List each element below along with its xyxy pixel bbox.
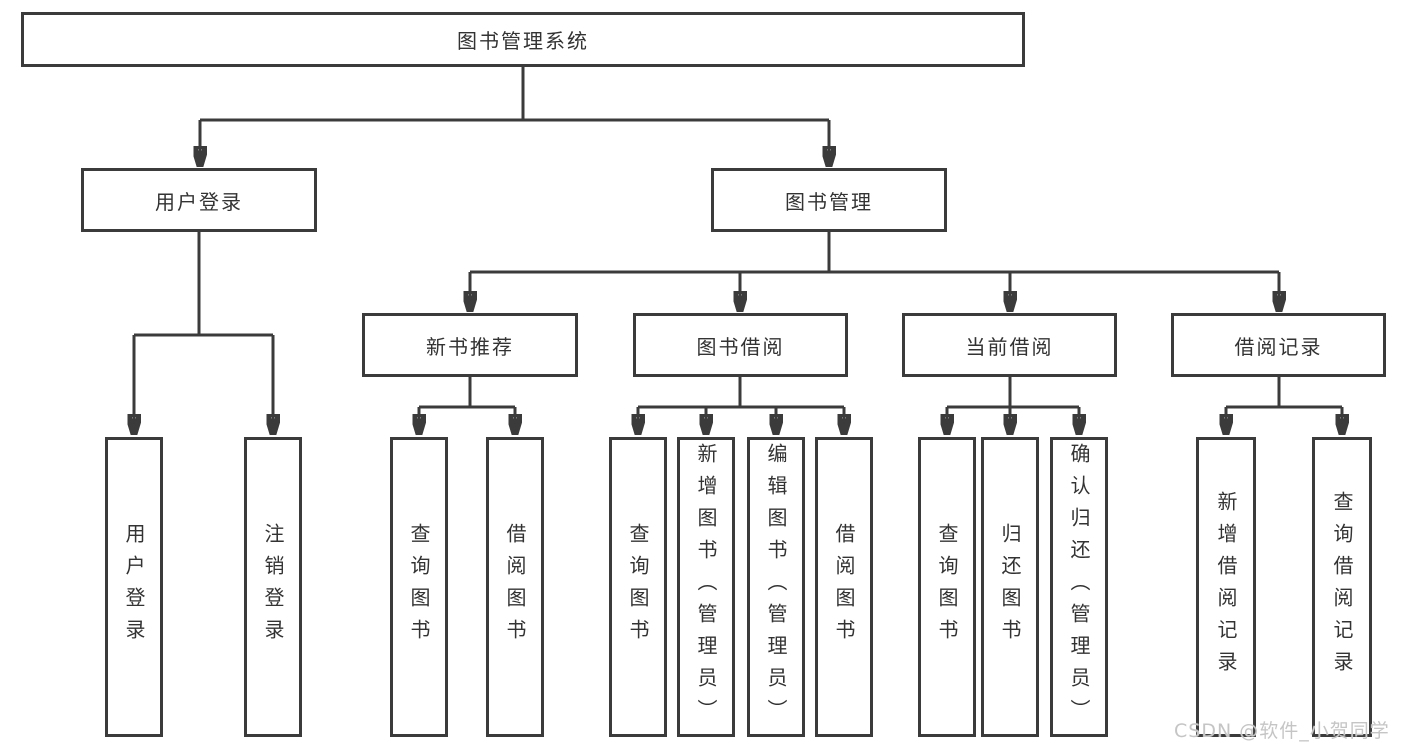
node-label: 用户登录 xyxy=(155,189,243,214)
node-library-management-system: 图书管理系统 xyxy=(21,12,1025,67)
node-book-borrowing: 图书借阅 xyxy=(633,313,848,377)
node-new-book-recommend: 新书推荐 xyxy=(362,313,578,377)
node-label: 查询借阅记录 xyxy=(1330,491,1354,683)
connectors-current-borrowing-children xyxy=(947,377,1079,434)
leaf-confirm-return-admin: 确认归还（管理员） xyxy=(1050,437,1108,737)
node-label: 借阅图书 xyxy=(503,523,527,651)
node-label: 编辑图书（管理员） xyxy=(764,443,788,731)
csdn-watermark: CSDN @软件_小贺同学 xyxy=(1174,720,1390,742)
leaf-query-books-current: 查询图书 xyxy=(918,437,976,737)
connectors-root-to-level1 xyxy=(200,67,829,166)
leaf-user-login: 用户登录 xyxy=(105,437,163,737)
node-label: 借阅图书 xyxy=(832,523,856,651)
leaf-query-books-recommend: 查询图书 xyxy=(390,437,448,737)
node-user-login: 用户登录 xyxy=(81,168,317,232)
node-borrowing-records: 借阅记录 xyxy=(1171,313,1386,377)
node-book-management: 图书管理 xyxy=(711,168,947,232)
leaf-logout: 注销登录 xyxy=(244,437,302,737)
connectors-book-management-groups xyxy=(470,232,1279,311)
node-label: 查询图书 xyxy=(935,523,959,651)
leaf-query-borrow-record: 查询借阅记录 xyxy=(1312,437,1372,737)
connectors-borrowing-records-children xyxy=(1226,377,1342,434)
node-label: 新书推荐 xyxy=(426,334,514,359)
leaf-add-borrow-record: 新增借阅记录 xyxy=(1196,437,1256,737)
node-label: 图书管理 xyxy=(785,189,873,214)
node-label: 查询图书 xyxy=(407,523,431,651)
leaf-query-books-borrowing: 查询图书 xyxy=(609,437,667,737)
node-label: 新增图书（管理员） xyxy=(694,443,718,731)
node-label: 图书管理系统 xyxy=(457,29,589,53)
connectors-book-borrowing-children xyxy=(638,377,844,434)
node-label: 确认归还（管理员） xyxy=(1067,443,1091,731)
node-current-borrowing: 当前借阅 xyxy=(902,313,1117,377)
leaf-add-books-admin: 新增图书（管理员） xyxy=(677,437,735,737)
connectors-user-login-children xyxy=(134,232,273,434)
node-label: 借阅记录 xyxy=(1234,334,1323,359)
leaf-borrow-books-recommend: 借阅图书 xyxy=(486,437,544,737)
connectors-new-book-recommend-children xyxy=(419,377,515,434)
node-label: 查询图书 xyxy=(626,523,650,651)
leaf-borrow-books: 借阅图书 xyxy=(815,437,873,737)
node-label: 归还图书 xyxy=(998,523,1022,651)
node-label: 注销登录 xyxy=(261,523,285,651)
leaf-edit-books-admin: 编辑图书（管理员） xyxy=(747,437,805,737)
leaf-return-books: 归还图书 xyxy=(981,437,1039,737)
node-label: 用户登录 xyxy=(122,523,146,651)
node-label: 新增借阅记录 xyxy=(1214,491,1238,683)
node-label: 当前借阅 xyxy=(965,334,1054,359)
node-label: 图书借阅 xyxy=(696,334,785,359)
